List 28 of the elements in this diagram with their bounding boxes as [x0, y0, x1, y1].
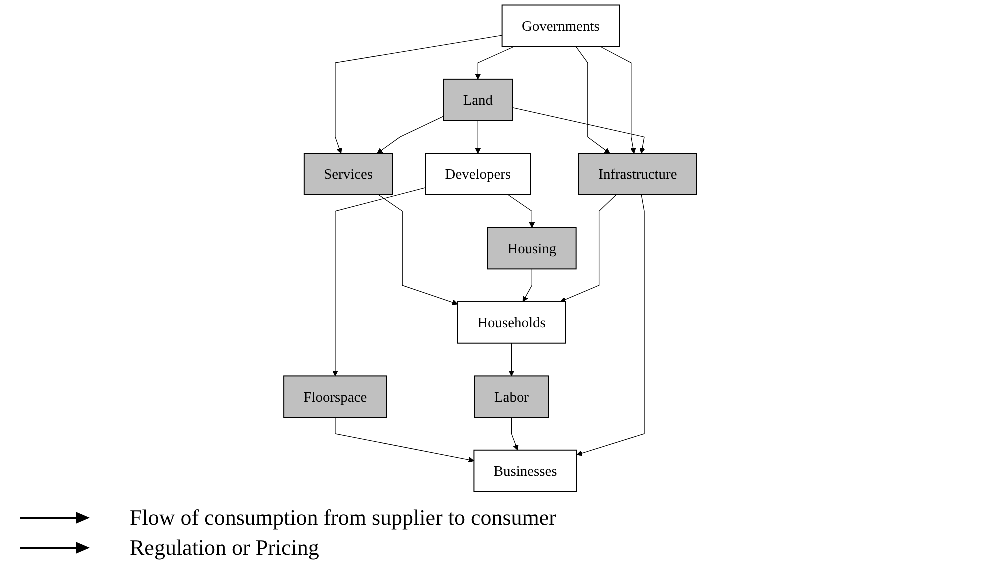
node-box: Developers [425, 153, 532, 196]
node-box: Land [443, 78, 514, 122]
arrow [576, 46, 610, 154]
node-box: Infrastructure [578, 153, 698, 196]
node-box: Businesses [474, 450, 578, 492]
arrow [512, 108, 646, 154]
arrow [522, 268, 532, 302]
node-box: Floorspace [284, 376, 388, 418]
arrow [560, 194, 617, 303]
node-box: Housing [488, 227, 577, 270]
arrow [511, 417, 519, 451]
arrow [600, 46, 636, 154]
node-box: Labor [474, 376, 550, 418]
node-box: Governments [502, 4, 620, 48]
arrow [335, 417, 474, 463]
arrow [508, 194, 536, 228]
arrow [475, 120, 482, 154]
legend-text: Flow of consumption from supplier to consumer [130, 505, 557, 531]
legend-text: Regulation or Pricing [130, 535, 320, 561]
arrow [377, 116, 444, 154]
arrow [378, 194, 458, 306]
arrow [508, 343, 515, 376]
arrow [332, 188, 426, 376]
arrow [335, 35, 503, 154]
arrow [475, 46, 516, 80]
node-box: Services [304, 153, 394, 196]
node-box: Households [457, 302, 566, 344]
arrow [576, 194, 645, 456]
